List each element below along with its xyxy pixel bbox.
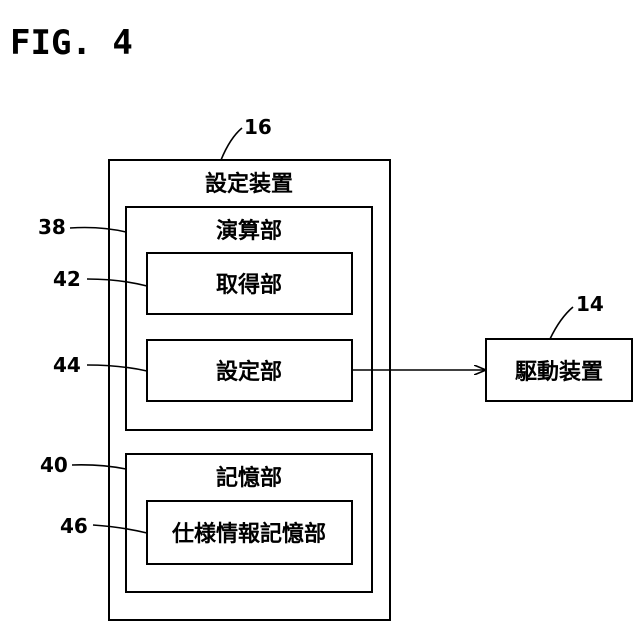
spec-storage-unit-leader-line bbox=[93, 525, 147, 533]
storage-unit-ref: 40 bbox=[40, 453, 68, 477]
acquisition-unit-label: 取得部 bbox=[216, 272, 282, 298]
setting-device-label: 設定装置 bbox=[205, 171, 293, 197]
spec-storage-unit-label: 仕様情報記憶部 bbox=[171, 521, 326, 547]
acquisition-unit-leader-line bbox=[87, 279, 147, 286]
drive-device-ref: 14 bbox=[576, 292, 604, 316]
figure-label: FIG. 4 bbox=[10, 23, 133, 63]
setting-unit-ref: 44 bbox=[53, 353, 81, 377]
computation-unit-leader-line bbox=[70, 228, 126, 233]
setting-device-ref: 16 bbox=[244, 115, 272, 139]
setting-unit-label: 設定部 bbox=[216, 359, 282, 385]
storage-unit-leader-line bbox=[72, 465, 126, 469]
computation-unit-label: 演算部 bbox=[216, 218, 282, 244]
computation-unit-ref: 38 bbox=[38, 215, 66, 239]
setting-device-leader-line bbox=[221, 128, 242, 160]
drive-device-label: 駆動装置 bbox=[515, 360, 603, 385]
storage-unit-label: 記憶部 bbox=[216, 465, 282, 491]
drive-device-leader-line bbox=[550, 307, 573, 339]
spec-storage-unit-ref: 46 bbox=[60, 514, 88, 538]
acquisition-unit-ref: 42 bbox=[53, 267, 81, 291]
setting-unit-leader-line bbox=[87, 365, 147, 371]
